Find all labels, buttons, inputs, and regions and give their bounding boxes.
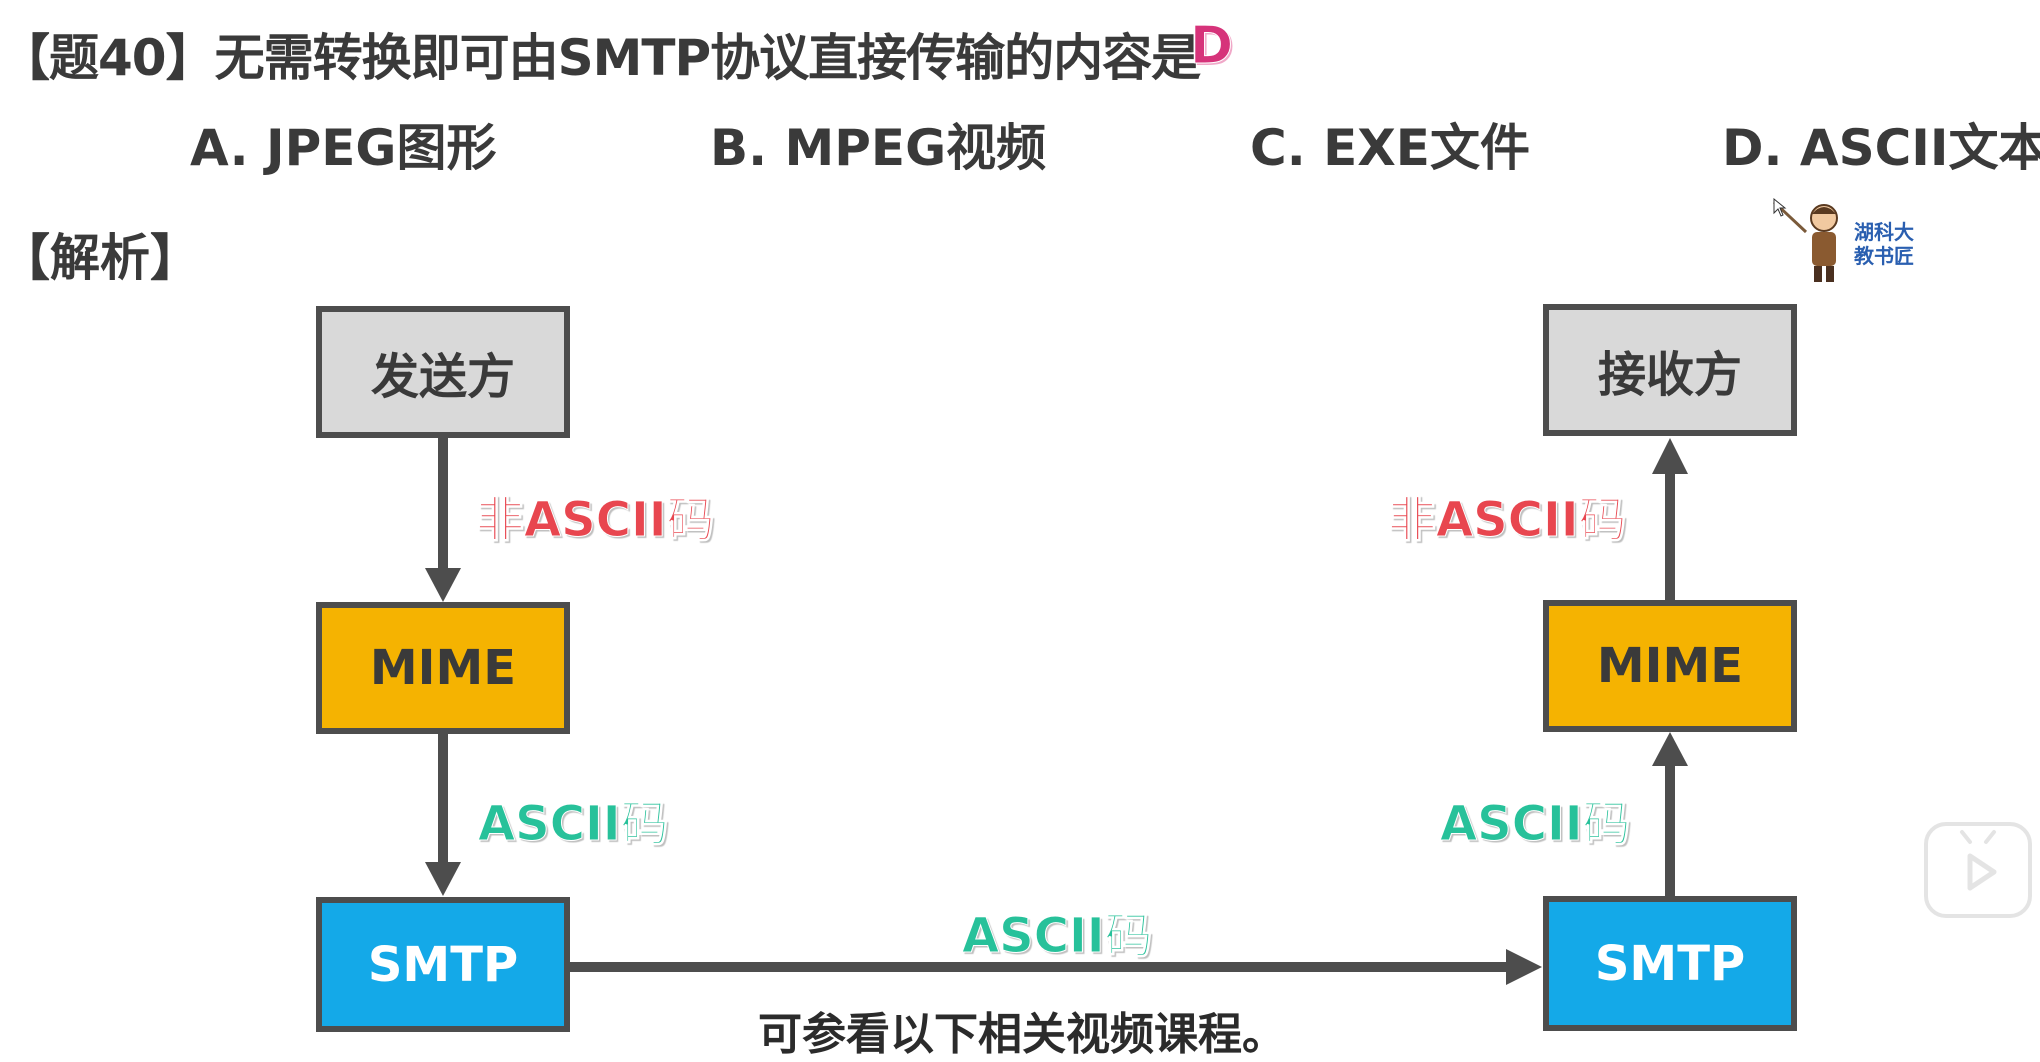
mime-right-label: MIME — [1596, 638, 1744, 694]
mime-left-label: MIME — [369, 640, 517, 696]
edge-label-nonascii-left: 非ASCII码 — [476, 492, 716, 549]
mime-right-box: MIME — [1543, 600, 1797, 732]
teacher-mascot-icon — [1770, 196, 1850, 286]
arrowhead-smtp-to-mime-right — [1652, 732, 1688, 766]
option-a: A. JPEG图形 — [190, 119, 497, 177]
option-d: D. ASCII文本 — [1722, 119, 2040, 177]
answer-letter: D — [1189, 16, 1234, 77]
edge-label-ascii-middle: ASCII码 — [962, 908, 1154, 965]
mime-left-box: MIME — [316, 602, 570, 734]
edge-label-nonascii-right: 非ASCII码 — [1388, 492, 1628, 549]
sender-label: 发送方 — [370, 349, 515, 405]
diagram-arrows — [425, 438, 1688, 985]
watermark-line2: 教书匠 — [1854, 244, 1914, 268]
arrowhead-smtp-to-smtp — [1506, 949, 1542, 985]
option-c: C. EXE文件 — [1250, 119, 1530, 177]
cursor-icon — [1773, 197, 1787, 222]
arrowhead-sender-to-mime — [425, 568, 461, 602]
receiver-label: 接收方 — [1597, 347, 1742, 403]
option-b: B. MPEG视频 — [710, 119, 1047, 177]
receiver-box: 接收方 — [1543, 304, 1797, 436]
video-subtitle: 可参看以下相关视频课程。 — [758, 1009, 1286, 1060]
smtp-left-box: SMTP — [316, 897, 570, 1032]
edge-label-ascii-left: ASCII码 — [478, 796, 670, 853]
sender-box: 发送方 — [316, 306, 570, 438]
smtp-left-label: SMTP — [367, 936, 519, 993]
arrowhead-mime-to-receiver — [1652, 438, 1688, 474]
edge-label-ascii-right: ASCII码 — [1440, 796, 1632, 853]
watermark-logo: 湖科大 教书匠 — [1854, 220, 1914, 268]
watermark-line1: 湖科大 — [1854, 220, 1914, 244]
smtp-right-box: SMTP — [1543, 896, 1797, 1031]
arrowhead-mime-to-smtp-left — [425, 862, 461, 896]
analysis-heading: 【解析】 — [0, 229, 200, 287]
smtp-right-label: SMTP — [1594, 935, 1746, 992]
question-text: 【题40】无需转换即可由SMTP协议直接传输的内容是 — [0, 29, 1201, 87]
video-play-icon[interactable] — [1924, 822, 2032, 918]
